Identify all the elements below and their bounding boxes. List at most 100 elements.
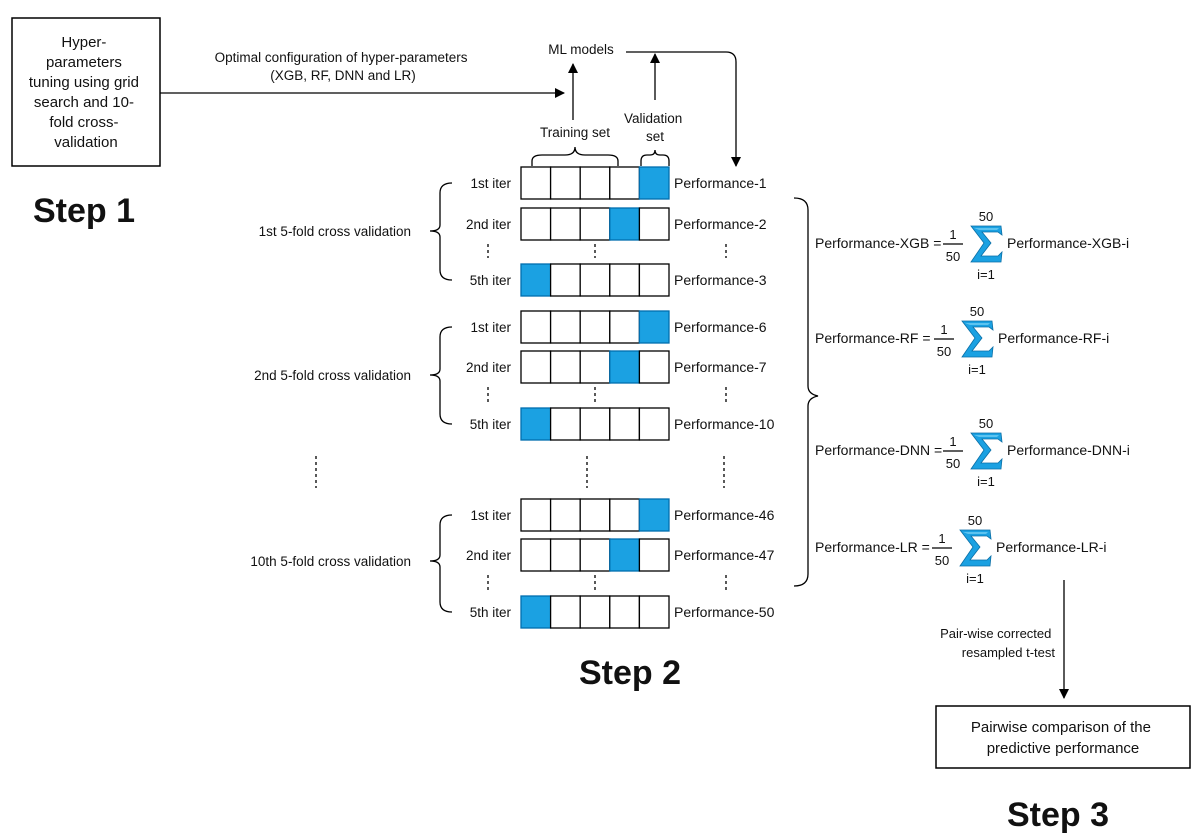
performance-label: Performance-3 — [674, 272, 767, 288]
training-fold-cell — [579, 407, 611, 441]
training-fold-cell — [579, 595, 611, 629]
training-fold-cell — [638, 350, 670, 384]
iteration-label: 1st iter — [470, 176, 511, 191]
formula-rhs: Performance-RF-i — [998, 330, 1109, 346]
sum-upper-limit: 50 — [979, 209, 993, 224]
iteration-label: 2nd iter — [466, 217, 512, 232]
ttest-label: Pair-wise corrected resampled t-test — [940, 626, 1055, 660]
training-fold-cell — [549, 207, 581, 241]
cv-iteration-row: 5th iter Performance-10 — [470, 407, 775, 441]
iteration-label: 5th iter — [470, 605, 512, 620]
iteration-label: 5th iter — [470, 417, 512, 432]
formula-lhs: Performance-XGB = — [815, 235, 941, 251]
training-fold-cell — [520, 498, 552, 532]
hyperparameter-tuning-text: Hyper- parameters tuning using grid sear… — [29, 34, 143, 151]
validation-fold-cell — [638, 166, 670, 200]
fraction-numerator: 1 — [938, 531, 945, 546]
fraction-denominator: 50 — [937, 344, 951, 359]
sum-upper-limit: 50 — [979, 416, 993, 431]
formula-rhs: Performance-LR-i — [996, 539, 1106, 555]
cv-group-brace — [429, 326, 453, 425]
ml-models-label: ML models — [548, 42, 614, 57]
sigma-icon — [959, 529, 992, 567]
cv-group-label: 2nd 5-fold cross validation — [254, 368, 411, 383]
sigma-icon — [970, 225, 1003, 263]
cv-group-label: 10th 5-fold cross validation — [250, 554, 411, 569]
cv-group-label: 1st 5-fold cross validation — [259, 224, 411, 239]
training-set-brace — [531, 146, 619, 166]
training-fold-cell — [579, 263, 611, 297]
iteration-label: 2nd iter — [466, 360, 512, 375]
pairwise-comparison-box — [935, 705, 1191, 769]
performance-label: Performance-46 — [674, 507, 775, 523]
training-fold-cell — [579, 498, 611, 532]
sum-upper-limit: 50 — [970, 304, 984, 319]
formula-3: Performance-DNN = 1 50 50 i=1 Performance-DNN… — [815, 416, 1130, 489]
training-fold-cell — [638, 538, 670, 572]
training-fold-cell — [579, 310, 611, 344]
validation-set-label: Validation set — [624, 111, 686, 144]
cv-iteration-row: 1st iter Performance-6 — [470, 310, 767, 344]
validation-fold-cell — [609, 350, 641, 384]
training-fold-cell — [520, 166, 552, 200]
sum-lower-limit: i=1 — [968, 362, 986, 377]
step3-formulas: Performance-XGB = 1 50 50 i=1 Performance-XGB… — [815, 209, 1130, 586]
performance-brace — [793, 197, 819, 587]
training-fold-cell — [579, 166, 611, 200]
training-fold-cell — [549, 407, 581, 441]
formula-rhs: Performance-DNN-i — [1007, 442, 1130, 458]
sum-lower-limit: i=1 — [977, 267, 995, 282]
fraction-numerator: 1 — [949, 434, 956, 449]
performance-label: Performance-10 — [674, 416, 775, 432]
validation-fold-cell — [520, 407, 552, 441]
training-fold-cell — [520, 310, 552, 344]
training-fold-cell — [549, 498, 581, 532]
fraction-numerator: 1 — [940, 322, 947, 337]
sum-upper-limit: 50 — [968, 513, 982, 528]
optimal-config-text: Optimal configuration of hyper-parameter… — [215, 50, 472, 83]
training-fold-cell — [549, 166, 581, 200]
training-fold-cell — [549, 310, 581, 344]
iteration-label: 2nd iter — [466, 548, 512, 563]
step2-header: Optimal configuration of hyper-parameter… — [160, 42, 741, 167]
group-ellipsis — [315, 456, 725, 488]
formula-lhs: Performance-DNN = — [815, 442, 942, 458]
training-fold-cell — [549, 595, 581, 629]
validation-fold-cell — [609, 538, 641, 572]
training-fold-cell — [609, 595, 641, 629]
fraction-denominator: 50 — [935, 553, 949, 568]
sum-lower-limit: i=1 — [966, 571, 984, 586]
training-fold-cell — [638, 407, 670, 441]
training-fold-cell — [609, 166, 641, 200]
iteration-label: 1st iter — [470, 320, 511, 335]
cv-group-brace — [429, 182, 453, 281]
sigma-icon — [961, 320, 994, 358]
step1-section: Hyper- parameters tuning using grid sear… — [11, 17, 161, 230]
training-fold-cell — [520, 207, 552, 241]
cv-group-brace — [429, 514, 453, 613]
training-fold-cell — [579, 350, 611, 384]
iteration-label: 5th iter — [470, 273, 512, 288]
fraction-denominator: 50 — [946, 456, 960, 471]
step1-label: Step 1 — [33, 192, 135, 230]
training-fold-cell — [638, 595, 670, 629]
training-fold-cell — [609, 263, 641, 297]
formula-rhs: Performance-XGB-i — [1007, 235, 1129, 251]
formula-lhs: Performance-RF = — [815, 330, 931, 346]
fraction-numerator: 1 — [949, 227, 956, 242]
formula-2: Performance-RF = 1 50 50 i=1 Performance-RF-i — [815, 304, 1109, 377]
performance-label: Performance-1 — [674, 175, 767, 191]
performance-label: Performance-6 — [674, 319, 767, 335]
training-fold-cell — [549, 263, 581, 297]
training-set-label: Training set — [540, 125, 610, 140]
sum-lower-limit: i=1 — [977, 474, 995, 489]
